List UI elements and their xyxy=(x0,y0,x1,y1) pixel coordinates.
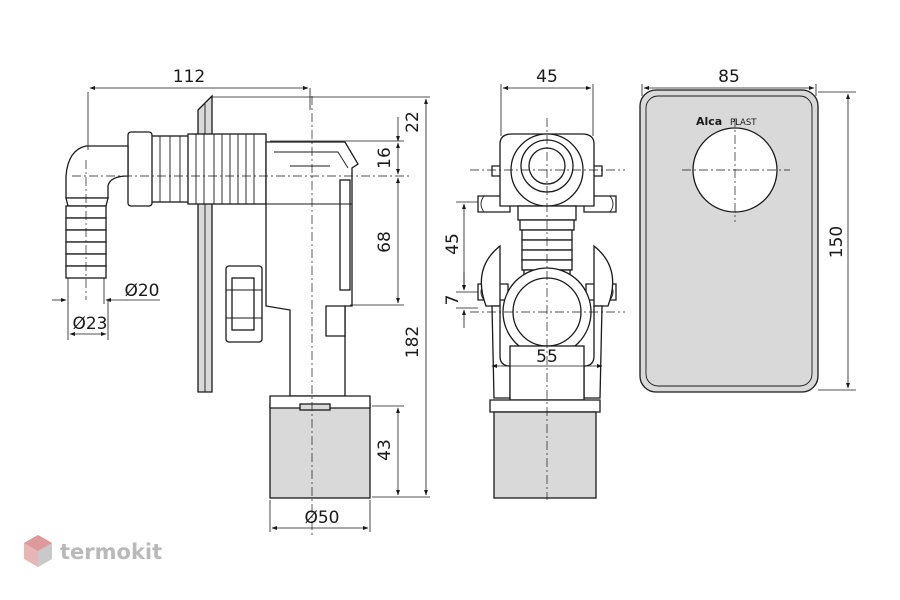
dim-front-width: 45 xyxy=(536,67,558,87)
cover-brand-light: PLAST xyxy=(730,118,757,128)
front-outlet-pipe xyxy=(493,411,597,499)
dim-cover-width: 85 xyxy=(718,67,740,87)
hose-elbow xyxy=(65,145,129,279)
cover-dimensions xyxy=(641,84,856,391)
dim-front-45: 45 xyxy=(443,233,463,255)
side-view xyxy=(65,94,410,535)
dim-side-top-gap: 22 xyxy=(403,111,423,133)
dim-hose-inner: Ø20 xyxy=(124,281,159,301)
side-dimensions xyxy=(52,86,430,532)
side-cap xyxy=(225,265,263,343)
dim-side-68: 68 xyxy=(375,231,395,253)
dim-cover-height: 150 xyxy=(827,226,847,258)
dim-front-7: 7 xyxy=(443,295,463,306)
watermark-logo-icon xyxy=(24,535,52,567)
dim-side-height: 182 xyxy=(403,326,423,358)
threaded-connector xyxy=(127,131,267,207)
dim-front-55: 55 xyxy=(536,347,558,367)
watermark-text: termokit xyxy=(60,540,162,564)
side-outlet-pipe xyxy=(269,403,371,499)
front-view xyxy=(470,118,625,500)
watermark: termokit xyxy=(24,535,162,567)
dim-hose-outer: Ø23 xyxy=(72,314,107,334)
cover-brand-bold: Alca xyxy=(696,115,722,128)
dim-outlet-diameter: Ø50 xyxy=(304,508,339,528)
dim-side-43: 43 xyxy=(375,439,395,461)
cover-plate xyxy=(639,89,819,393)
front-dimensions xyxy=(456,84,603,368)
dim-side-16: 16 xyxy=(375,147,395,169)
dim-side-width: 112 xyxy=(173,67,205,87)
